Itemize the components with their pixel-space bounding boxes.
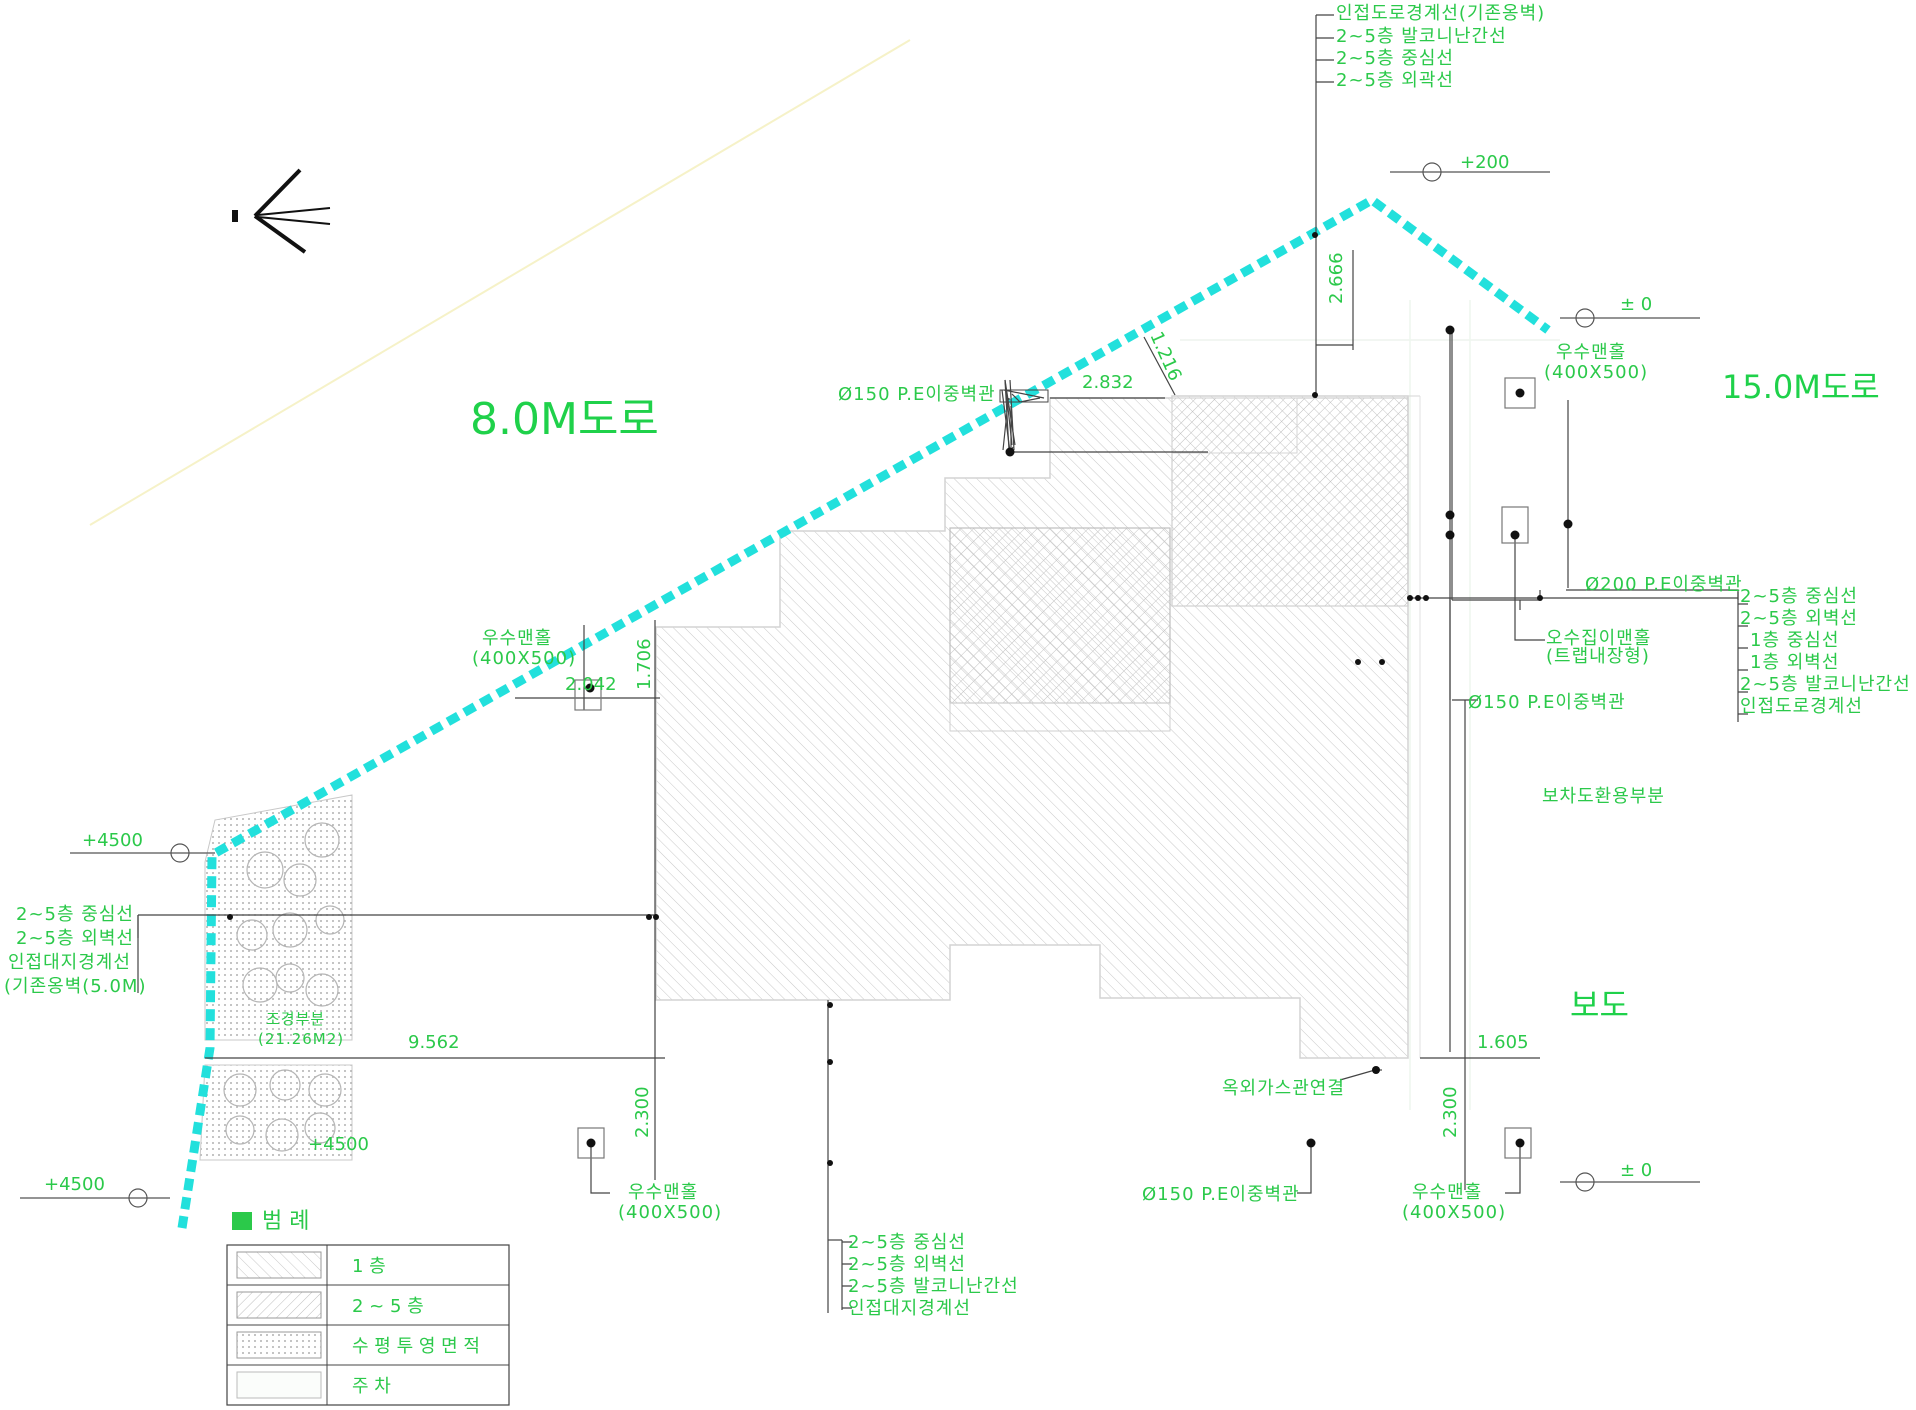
- left-note-stack: 2~5층 중심선 2~5층 외벽선 인접대지경계선 (기존옹벽(5.0M): [4, 904, 146, 997]
- level-west-lower: +4500: [44, 1174, 105, 1195]
- manholes: [574, 377, 1536, 1159]
- note-pipe-150-top: Ø150 P.E이중벽관: [838, 384, 996, 405]
- site-boundary: [177, 194, 1551, 1229]
- legend: 범 례 1 층 2 ~ 5 층 수 평 투 영 면 적 주 차: [226, 1209, 510, 1406]
- note-pipe-150-mid: Ø150 P.E이중벽관: [1468, 692, 1626, 713]
- note-pipe-200: Ø200 P.E이중벽관: [1585, 574, 1743, 595]
- note-pipe-150-bottom: Ø150 P.E이중벽관: [1142, 1184, 1300, 1205]
- note-balcony-line: 2~5층 발코니난간선: [1336, 26, 1507, 47]
- dim-1605: 1.605: [1477, 1032, 1529, 1053]
- dim-2042: 2.042: [565, 674, 617, 695]
- road-label-east: 15.0M도로: [1722, 368, 1880, 406]
- note-r-balcony: 2~5층 발코니난간선: [1740, 674, 1911, 695]
- note-l-center: 2~5층 중심선: [16, 904, 134, 925]
- sidewalk-note: 보차도환용부분: [1542, 786, 1665, 807]
- note-manhole-left-size: (400X500): [472, 648, 576, 669]
- note-r-1f-center: 1층 중심선: [1750, 630, 1839, 651]
- dim-1706: 1.706: [634, 638, 655, 690]
- floor-2-5-area: [1171, 397, 1409, 607]
- level-east-upper: ± 0: [1620, 294, 1652, 315]
- road-edge-lines: [89, 39, 1560, 1110]
- note-r-outer: 2~5층 외벽선: [1740, 608, 1858, 629]
- note-b-balcony: 2~5층 발코니난간선: [848, 1276, 1019, 1297]
- bottom-note-stack: 2~5층 중심선 2~5층 외벽선 2~5층 발코니난간선 인접대지경계선: [848, 1232, 1019, 1319]
- top-note-stack: 인접도로경계선(기존옹벽) 2~5층 발코니난간선 2~5층 중심선 2~5층 …: [1336, 3, 1545, 91]
- note-outer-line: 2~5층 외곽선: [1336, 70, 1454, 91]
- note-manhole-left: 우수맨홀: [482, 628, 552, 649]
- note-manhole-bottom-left: 우수맨홀: [628, 1182, 698, 1203]
- note-gas: 옥외가스관연결: [1222, 1078, 1345, 1099]
- note-rain-inlet-trap: (트랩내장형): [1546, 646, 1650, 667]
- level-west-inner: +4500: [308, 1134, 369, 1155]
- note-r-road: 인접도로경계선: [1740, 696, 1863, 717]
- leader-lines: [137, 14, 1748, 1313]
- sidewalk-label: 보도: [1570, 986, 1629, 1024]
- level-markers: [20, 162, 1700, 1208]
- note-manhole-bottom-right: 우수맨홀: [1412, 1182, 1482, 1203]
- note-center-line: 2~5층 중심선: [1336, 48, 1454, 69]
- legend-swatch-1f: [236, 1251, 322, 1279]
- note-l-site-boundary: 인접대지경계선: [8, 952, 131, 973]
- note-r-1f-outer: 1층 외벽선: [1750, 652, 1839, 673]
- level-west-upper: +4500: [82, 830, 143, 851]
- legend-item-1f: 1 층: [352, 1256, 386, 1277]
- legend-marker: [232, 1212, 252, 1230]
- level-top-right: +200: [1460, 152, 1509, 173]
- dim-9562: 9.562: [408, 1032, 460, 1053]
- dim-2666: 2.666: [1326, 252, 1347, 304]
- dim-2300-left: 2.300: [632, 1086, 653, 1138]
- note-manhole-top-right-size: (400X500): [1544, 362, 1648, 383]
- road-label-west: 8.0M도로: [470, 394, 659, 445]
- right-note-stack: 2~5층 중심선 2~5층 외벽선 1층 중심선 1층 외벽선 2~5층 발코니…: [1740, 586, 1911, 717]
- note-r-center: 2~5층 중심선: [1740, 586, 1858, 607]
- legend-item-projection: 수 평 투 영 면 적: [352, 1336, 480, 1357]
- stair-core: [949, 527, 1171, 704]
- note-landscape: 조경부분: [266, 1010, 325, 1028]
- note-b-center: 2~5층 중심선: [848, 1232, 966, 1253]
- dim-2300-right: 2.300: [1440, 1086, 1461, 1138]
- legend-swatch-parking: [236, 1371, 322, 1399]
- note-l-retaining-wall: (기존옹벽(5.0M): [4, 976, 146, 997]
- north-arrow-icon: [232, 168, 331, 254]
- legend-swatch-2-5f: [236, 1291, 322, 1319]
- building-footprint: [655, 395, 1421, 1059]
- note-manhole-top-right: 우수맨홀: [1556, 342, 1626, 363]
- note-b-site-boundary: 인접대지경계선: [848, 1298, 971, 1319]
- note-b-outer: 2~5층 외벽선: [848, 1254, 966, 1275]
- survey-points: [227, 232, 1573, 1166]
- level-east-lower: ± 0: [1620, 1160, 1652, 1181]
- note-manhole-bottom-right-size: (400X500): [1402, 1202, 1506, 1223]
- legend-swatch-projection: [236, 1331, 322, 1359]
- landscape-area: [199, 794, 353, 1161]
- legend-title: 범 례: [262, 1209, 309, 1234]
- legend-item-2-5f: 2 ~ 5 층: [352, 1296, 424, 1317]
- note-manhole-bottom-left-size: (400X500): [618, 1202, 722, 1223]
- note-road-boundary: 인접도로경계선(기존옹벽): [1336, 3, 1545, 24]
- note-rain-inlet: 오수집이맨홀: [1546, 628, 1651, 649]
- legend-item-parking: 주 차: [352, 1376, 391, 1397]
- note-l-outer: 2~5층 외벽선: [16, 928, 134, 949]
- dim-2832: 2.832: [1082, 372, 1134, 393]
- dim-1216: 1.216: [1145, 328, 1185, 384]
- note-landscape-area: (21.26M2): [258, 1030, 344, 1048]
